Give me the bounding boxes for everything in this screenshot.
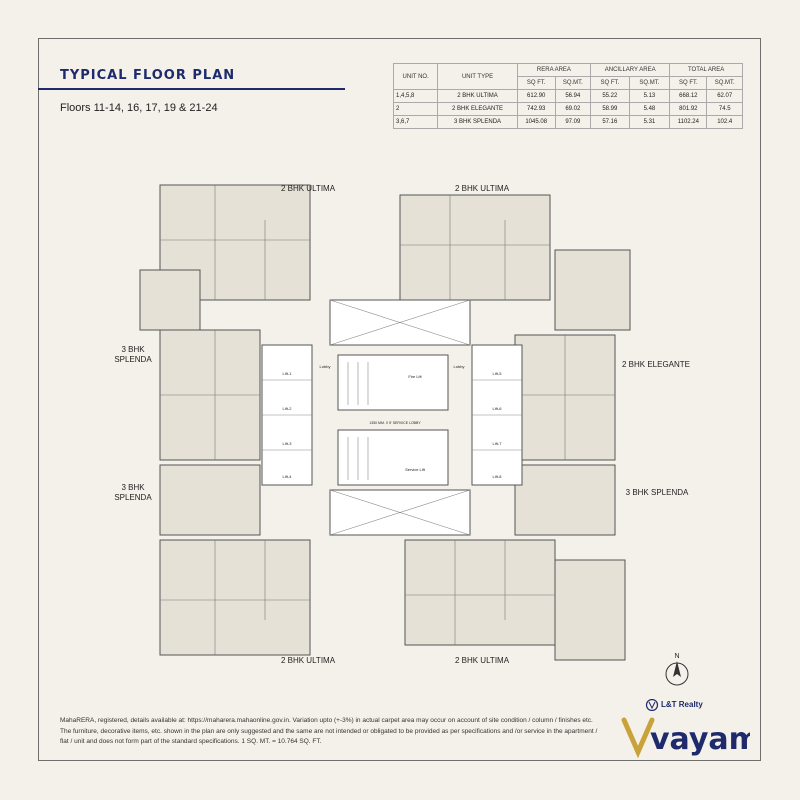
logo-wordmark: vayam [650,722,750,757]
label-lift: Lift-7 [492,441,502,446]
vayam-logo: vayam [621,717,750,759]
page-frame [38,38,761,761]
label-top-left-unit: 2 BHK ULTIMA [280,184,336,193]
table-row: 2 2 BHK ELEGANTE 742.93 69.02 58.99 5.48… [392,102,743,116]
lt-emblem-icon [645,699,659,711]
label-right-upper-unit: 2 BHK ELEGANTE [621,360,691,369]
label-lift: Lift-4 [282,474,292,479]
page-title: TYPICAL FLOOR PLAN [60,68,236,83]
disclaimer-text: MahaRERA, registered, details available … [60,717,598,745]
label-bottom-right-unit: 2 BHK ULTIMA [454,656,510,665]
unit-left-lower [159,464,261,536]
unit-bottom-left [159,539,311,656]
label-service-lift: Service Lift [405,467,425,472]
cell-rera-mt: 97.09 [554,115,592,129]
area-table: UNIT NO. UNIT TYPE RERA AREA ANCILLARY A… [392,63,743,129]
label-bottom-left-unit: 2 BHK ULTIMA [280,656,336,665]
north-compass-icon: N [665,653,689,686]
cell-tot-ft: 1102.24 [669,115,708,129]
label-right-lower-unit: 3 BHK SPLENDA [625,488,689,497]
developer-name: L&T Realty [661,700,703,709]
cell-type: 3 BHK SPLENDA [437,115,518,129]
label-fire-lift: Fire Lift [408,374,422,379]
col-unit-type: UNIT TYPE [437,63,518,90]
col-unit-no: UNIT NO. [392,63,439,90]
label-lift: Lift-3 [282,441,292,446]
cell-tot-mt: 102.4 [706,115,743,129]
label-lobby-right: Lobby [453,364,465,369]
cell-rera-mt: 56.94 [554,89,592,103]
label-left-lower-unit: 3 BHK SPLENDA [114,483,152,502]
sub-sqft: SQ FT. [590,76,630,90]
label-lobby-left: Lobby [319,364,331,369]
unit-bottom-right [404,539,556,646]
title-underline [38,88,345,90]
logo-v-mark [621,717,655,759]
label-lift: Lift-1 [282,371,292,376]
service-lift-stair [337,429,449,486]
label-service-lobby: 1350 MM. X 5' SERVICE LOBBY [369,421,421,425]
label-lift: Lift-6 [492,406,502,411]
floors-subtitle: Floors 11-14, 16, 17, 19 & 21-24 [60,102,218,114]
unit-top-right-annex [554,249,631,331]
unit-top-left-annex [139,269,201,331]
label-lift: Lift-2 [282,406,292,411]
unit-right-lower [514,464,616,536]
label-lift: Lift-5 [492,371,502,376]
compass-north-label: N [674,653,679,660]
label-top-right-unit: 2 BHK ULTIMA [454,184,510,193]
label-left-upper-unit: 3 BHK SPLENDA [114,345,152,364]
unit-top-right [399,194,551,301]
fire-lift-stair [337,354,449,411]
cell-anc-ft: 57.16 [590,115,630,129]
unit-bottom-right-annex [554,559,626,661]
table-row: 3,6,7 3 BHK SPLENDA 1045.08 97.09 57.16 … [392,115,743,129]
label-lift: Lift-8 [492,474,502,479]
cell-unit: 3,6,7 [392,115,439,129]
table-row: 1,4,5,8 2 BHK ULTIMA 612.90 56.94 55.22 … [392,89,743,103]
